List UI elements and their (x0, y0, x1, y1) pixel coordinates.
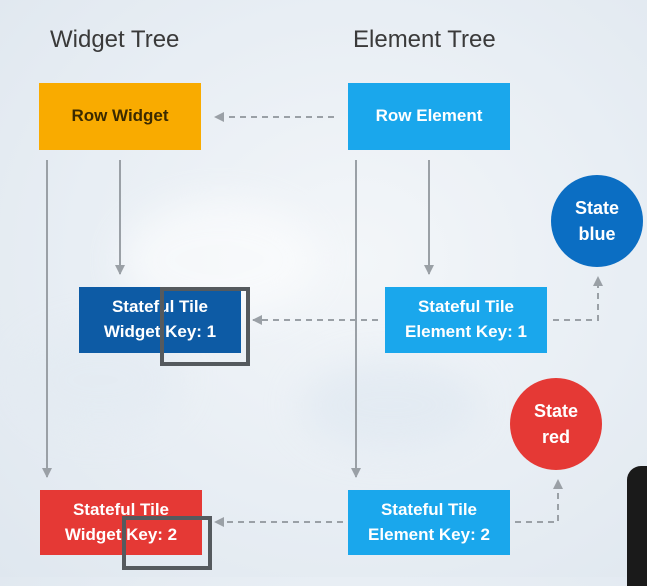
row-element-node: Row Element (348, 83, 510, 150)
stateful-tile-widget-key-2-node: Stateful Tile Widget Key: 2 (40, 490, 202, 555)
stateful-tile-element-key-1-node: Stateful Tile Element Key: 1 (385, 287, 547, 353)
key-2-highlight-box (122, 516, 212, 570)
tile2-element-to-state-red-dashed-arrow (515, 479, 563, 523)
presenter-silhouette (627, 466, 647, 586)
tile1-element-to-state-blue-dashed-arrow (553, 276, 603, 321)
state-red-circle: State red (510, 378, 602, 470)
widget-tree-title: Widget Tree (50, 26, 180, 53)
row-widget-node: Row Widget (39, 83, 201, 150)
background-blur (300, 360, 480, 450)
element-tree-title: Element Tree (353, 26, 496, 53)
state-blue-circle: State blue (551, 175, 643, 267)
key-1-highlight-box (160, 287, 250, 366)
stateful-tile-element-key-2-node: Stateful Tile Element Key: 2 (348, 490, 510, 555)
